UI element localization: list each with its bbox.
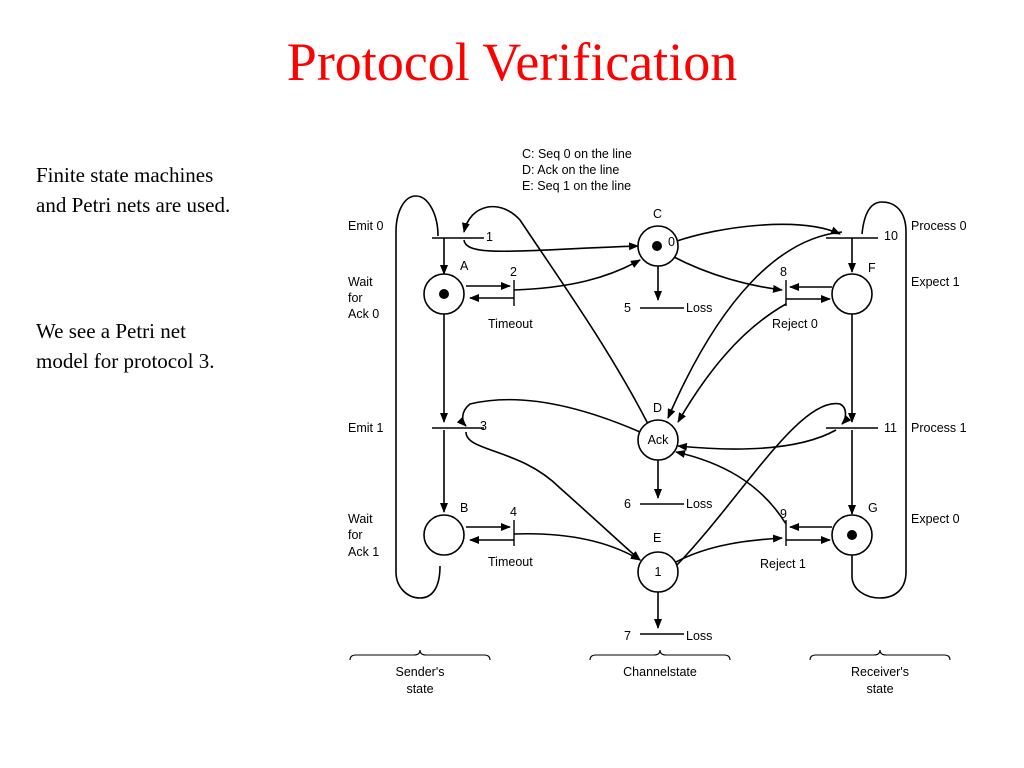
transition-3-label: 3 bbox=[480, 419, 487, 433]
arc-e-to-t11 bbox=[675, 402, 852, 567]
arc-t11-to-d bbox=[677, 429, 837, 451]
receiver-state-label-line: state bbox=[866, 682, 893, 696]
label-wait-ack1-line: Wait bbox=[348, 512, 373, 526]
channel-state-brace bbox=[589, 649, 731, 661]
label-reject-1: Reject 1 bbox=[760, 557, 806, 571]
label-process-0: Process 0 bbox=[911, 219, 967, 233]
receiver-loop bbox=[851, 201, 907, 599]
paragraph-intro-line: Finite state machines bbox=[36, 163, 214, 187]
arc-c-to-t8 bbox=[671, 255, 783, 293]
label-emit-0: Emit 0 bbox=[348, 219, 383, 233]
transition-5-label: 5 bbox=[624, 301, 631, 315]
label-loss-7: Loss bbox=[686, 629, 712, 643]
place-letter-e: E bbox=[653, 531, 661, 545]
label-process-1: Process 1 bbox=[911, 421, 967, 435]
label-timeout-upper: Timeout bbox=[488, 317, 533, 331]
place-letter-b: B bbox=[460, 501, 468, 515]
label-wait-ack1-line: Ack 1 bbox=[348, 545, 379, 559]
transition-9-label: 9 bbox=[780, 507, 787, 521]
place-d-inner-label: Ack bbox=[648, 433, 670, 447]
paragraph-petri-line: model for protocol 3. bbox=[36, 349, 215, 373]
sender-state-brace bbox=[349, 649, 491, 661]
token-a bbox=[439, 289, 449, 299]
arc-t8-to-d bbox=[677, 303, 787, 423]
sender-state-label-line: Sender's bbox=[396, 665, 445, 679]
place-letter-f: F bbox=[868, 261, 876, 275]
place-letter-g: G bbox=[868, 501, 878, 515]
transition-10-label: 10 bbox=[884, 229, 898, 243]
arc-t9-to-d bbox=[675, 450, 787, 525]
slide-title: Protocol Verification bbox=[286, 32, 738, 92]
arc-d-to-t3 bbox=[456, 398, 641, 433]
legend-line-d: D: Ack on the line bbox=[522, 163, 619, 177]
arc-d-to-t1 bbox=[461, 205, 649, 425]
place-letter-a: A bbox=[460, 259, 469, 273]
arc-t10-to-d bbox=[667, 231, 843, 419]
paragraph-intro: Finite state machines and Petri nets are… bbox=[36, 160, 306, 220]
arc-c-to-t10 bbox=[673, 223, 841, 243]
place-letter-c: C bbox=[653, 207, 662, 221]
receiver-state-brace bbox=[809, 649, 951, 661]
token-g bbox=[847, 530, 857, 540]
transition-8-label: 8 bbox=[780, 265, 787, 279]
place-e-inner-label: 1 bbox=[655, 565, 662, 579]
label-emit-1: Emit 1 bbox=[348, 421, 383, 435]
legend-line-c: C: Seq 0 on the line bbox=[522, 147, 632, 161]
transition-2-label: 2 bbox=[510, 265, 517, 279]
label-expect-0: Expect 0 bbox=[911, 512, 960, 526]
transition-11-label: 11 bbox=[884, 421, 897, 435]
sender-state-label-line: state bbox=[406, 682, 433, 696]
label-wait-ack0-line: for bbox=[348, 291, 363, 305]
label-wait-ack0-line: Ack 0 bbox=[348, 307, 379, 321]
label-loss-6: Loss bbox=[686, 497, 712, 511]
transition-6-label: 6 bbox=[624, 497, 631, 511]
label-loss-5: Loss bbox=[686, 301, 712, 315]
sender-loop bbox=[395, 195, 441, 599]
arc-e-to-t9 bbox=[675, 534, 783, 563]
place-e bbox=[637, 551, 679, 593]
place-f bbox=[831, 273, 873, 315]
token-c bbox=[652, 241, 662, 251]
legend-line-e: E: Seq 1 on the line bbox=[522, 179, 631, 193]
label-expect-1: Expect 1 bbox=[911, 275, 960, 289]
place-b bbox=[423, 514, 465, 556]
transition-7-label: 7 bbox=[624, 629, 631, 643]
label-wait-ack1-line: for bbox=[348, 528, 363, 542]
place-c-inner-label: 0 bbox=[668, 235, 675, 249]
arc-t1-to-c bbox=[463, 239, 639, 253]
place-d bbox=[637, 419, 679, 461]
label-wait-ack0-line: Wait bbox=[348, 275, 373, 289]
channel-state-label: Channelstate bbox=[623, 665, 697, 679]
transition-1-label: 1 bbox=[486, 230, 493, 244]
transition-4-label: 4 bbox=[510, 505, 517, 519]
receiver-state-label-line: Receiver's bbox=[851, 665, 909, 679]
arc-t4-to-e bbox=[513, 532, 641, 561]
paragraph-intro-line: and Petri nets are used. bbox=[36, 193, 231, 217]
arc-t2-to-c bbox=[513, 259, 641, 291]
paragraph-petri: We see a Petri net model for protocol 3. bbox=[36, 316, 306, 376]
paragraph-petri-line: We see a Petri net bbox=[36, 319, 186, 343]
label-timeout-lower: Timeout bbox=[488, 555, 533, 569]
label-reject-0: Reject 0 bbox=[772, 317, 818, 331]
arc-t3-to-e bbox=[465, 431, 641, 561]
place-letter-d: D bbox=[653, 401, 662, 415]
